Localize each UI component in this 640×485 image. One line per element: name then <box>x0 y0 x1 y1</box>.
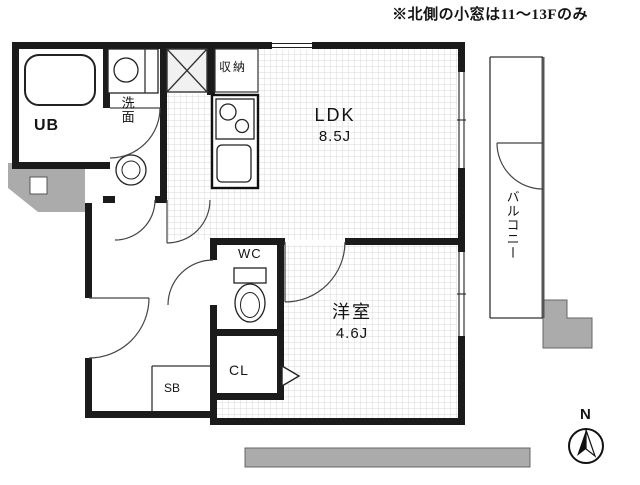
bedroom-name: 洋室 <box>332 302 372 322</box>
north-wall <box>12 42 465 49</box>
east-wall <box>458 42 465 72</box>
burner-icon <box>219 103 237 121</box>
east-wall <box>458 168 465 252</box>
label-storage: 収納 <box>219 60 248 74</box>
label-ldk: LDK 8.5J <box>290 103 380 148</box>
balcony-outline <box>489 56 545 319</box>
lower-outside-strip <box>244 447 531 468</box>
bedroom-door <box>284 241 346 303</box>
shoe-box <box>151 365 210 411</box>
washroom-door <box>114 199 156 241</box>
floor-hatch <box>167 49 458 418</box>
storage-box <box>214 48 259 93</box>
wc-left-wall <box>210 243 217 260</box>
outside-areas <box>8 163 593 468</box>
label-bedroom: 洋室 4.6J <box>307 300 397 345</box>
hall-left-wall <box>85 203 92 298</box>
washroom-right-wall <box>160 42 167 203</box>
meter-box <box>29 176 48 195</box>
wc-right-wall <box>277 243 284 400</box>
label-closet: CL <box>229 362 249 378</box>
kitchen-sink <box>216 144 252 183</box>
stove <box>215 98 255 140</box>
bedroom-window <box>457 252 466 336</box>
washing-machine <box>115 154 147 186</box>
balcony-door <box>496 142 544 190</box>
burner-icon <box>234 118 250 134</box>
east-wall <box>458 336 465 425</box>
entrance-door <box>88 297 150 359</box>
hall-left-wall <box>85 358 92 418</box>
ldk-name: LDK <box>314 105 356 125</box>
windows <box>272 41 466 336</box>
label-washroom: 洗面 <box>119 96 135 124</box>
label-balcony: バルコニー <box>504 190 520 260</box>
vanity <box>107 48 159 94</box>
hall-bottom-wall <box>85 411 217 418</box>
balcony-sliding-door <box>457 72 466 168</box>
compass <box>568 428 604 464</box>
toilet <box>233 267 267 323</box>
kitchen-counter <box>210 93 260 190</box>
ldk-bedroom-divider <box>210 238 285 245</box>
balcony-step <box>542 299 593 349</box>
ldk-floor <box>212 188 258 240</box>
cl-bottom-wall <box>212 393 284 400</box>
toilet-tank <box>233 267 267 284</box>
compass-needle-light <box>585 429 597 458</box>
compass-needle-dark <box>577 430 586 456</box>
note-north-windows: ※北側の小窓は11〜13Fのみ <box>392 7 588 23</box>
bedroom-size: 4.6J <box>335 325 369 343</box>
washroom-bottom-wall <box>155 196 167 203</box>
bathtub <box>24 54 96 106</box>
ldk-floor <box>167 94 212 240</box>
ub-bottom-wall <box>12 162 110 169</box>
closet-door-marker <box>281 364 301 388</box>
label-wc: WC <box>238 246 262 261</box>
bathroom-door <box>109 107 161 159</box>
west-wall-upper <box>12 42 19 169</box>
ldk-door <box>166 199 211 244</box>
wc-cl-divider <box>212 329 284 336</box>
toilet-bowl <box>234 283 266 323</box>
north-small-window <box>272 41 312 50</box>
south-wall <box>210 418 465 425</box>
pipe-space-box <box>166 48 208 93</box>
label-shoe-box: SB <box>164 381 181 395</box>
pipe-space-stub <box>207 42 215 95</box>
door-swings <box>88 107 544 359</box>
wc-door <box>167 259 214 306</box>
label-unit-bath: UB <box>34 117 60 134</box>
ub-washroom-divider <box>103 42 110 108</box>
wall-connector <box>210 400 217 425</box>
basin-icon <box>113 57 139 83</box>
ldk-floor <box>258 49 458 240</box>
ldk-size: 8.5J <box>318 128 352 146</box>
label-compass-north: N <box>580 406 591 423</box>
washroom-bottom-wall <box>103 196 115 203</box>
wc-left-wall <box>210 305 217 400</box>
bedroom-floor <box>217 245 458 418</box>
ldk-bedroom-divider <box>345 238 458 245</box>
walls <box>12 42 465 425</box>
